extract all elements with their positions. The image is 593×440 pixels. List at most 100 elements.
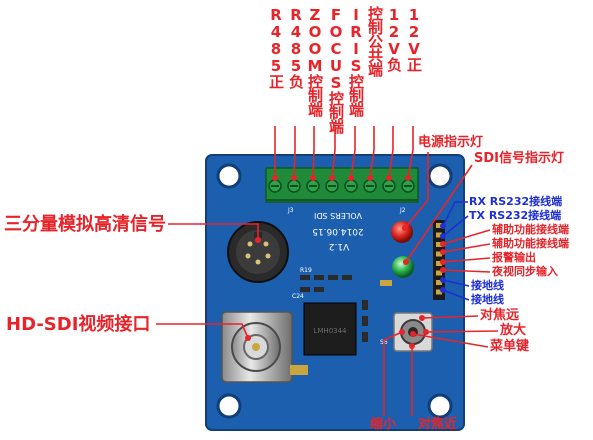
sdi-led — [392, 256, 414, 278]
label-zoom-out: 缩小 — [370, 417, 397, 432]
mount-hole — [216, 393, 242, 419]
side-pin — [436, 289, 442, 295]
callout-dot — [386, 175, 392, 181]
label-focus-near: 对焦近 — [418, 417, 458, 432]
label-terminal-8: 12V正 — [405, 6, 423, 71]
callout-line — [293, 126, 296, 179]
label-terminal-1: R485正 — [267, 6, 285, 88]
callout-dot — [440, 267, 446, 273]
label-aux-2: 辅助功能接线端 — [492, 237, 569, 250]
callout-line — [442, 269, 491, 273]
side-pin — [436, 280, 442, 285]
callout-line — [442, 243, 491, 253]
callout-line — [388, 126, 394, 179]
callout-dot — [291, 175, 297, 181]
callout-line — [156, 323, 249, 339]
label-hd-sdi: HD-SDI视频接口 — [6, 314, 151, 335]
main-chip: LMH0344 — [303, 302, 357, 356]
callout-line — [331, 126, 336, 179]
side-pin — [436, 261, 442, 266]
callout-line — [369, 126, 375, 179]
callout-line — [168, 223, 259, 240]
label-terminal-4: FOCUS控制端 — [327, 6, 345, 133]
label-terminal-5: IRIS控制端 — [347, 6, 365, 116]
callout-dot — [440, 249, 446, 255]
label-night-sync: 夜视同步输入 — [492, 265, 558, 278]
label-component-signal: 三分量模拟高清信号 — [4, 214, 166, 235]
callout-dot — [310, 175, 316, 181]
label-ground-1: 接地线 — [471, 279, 504, 292]
ref-j3: J3 — [287, 207, 294, 214]
callout-line — [442, 229, 491, 245]
label-menu-key: 菜单键 — [490, 339, 530, 354]
callout-dot — [245, 335, 251, 341]
callout-line — [442, 257, 491, 263]
callout-line — [312, 126, 315, 179]
callout-dot — [410, 331, 416, 337]
callout-line — [350, 126, 356, 179]
callout-dot — [440, 277, 446, 283]
callout-dot — [329, 175, 335, 181]
callout-line — [404, 152, 429, 229]
callout-line — [425, 330, 499, 333]
power-led — [391, 221, 413, 243]
date-silk: 2014.06.15 — [312, 226, 364, 236]
version-silk: V1.2 — [329, 241, 349, 251]
sdi-bnc-connector — [221, 311, 293, 383]
mount-hole — [427, 393, 453, 419]
callout-line — [442, 215, 469, 237]
callout-dot — [419, 315, 425, 321]
callout-dot — [440, 223, 446, 229]
label-power-led: 电源指示灯 — [418, 135, 484, 150]
callout-dot — [440, 259, 446, 265]
label-terminal-7: 12V负 — [385, 6, 403, 71]
callout-dot — [399, 329, 405, 335]
label-zoom-in: 放大 — [500, 323, 527, 338]
callout-dot — [440, 233, 446, 239]
callout-dot — [403, 259, 409, 265]
mount-hole — [216, 163, 242, 189]
brand-silk: VOLERS SDI — [314, 211, 362, 220]
label-aux-1: 辅助功能接线端 — [492, 223, 569, 236]
ref-c24: C24 — [292, 293, 304, 300]
callout-dot — [255, 237, 261, 243]
side-pin — [436, 251, 442, 257]
side-pin — [436, 232, 442, 238]
callout-line — [412, 333, 489, 348]
side-pin — [436, 242, 442, 247]
callout-dot — [440, 287, 446, 293]
terminal-block — [265, 167, 419, 203]
label-terminal-6: 控制公共端 — [366, 6, 384, 76]
callout-dot — [402, 225, 408, 231]
callout-line — [442, 279, 470, 287]
ref-r19: R19 — [300, 267, 312, 274]
callout-line — [383, 331, 403, 416]
side-pin — [436, 223, 442, 228]
label-ground-2: 接地线 — [471, 293, 504, 306]
callout-line — [405, 164, 473, 263]
label-terminal-3: ZOOM控制端 — [306, 6, 324, 116]
label-rx: RX RS232接线端 — [469, 195, 563, 208]
mount-hole — [427, 163, 453, 189]
callout-lines — [156, 126, 499, 416]
callout-dot — [440, 241, 446, 247]
callout-dot — [423, 329, 429, 335]
callout-dot — [367, 175, 373, 181]
side-pin — [436, 270, 442, 276]
callout-line — [442, 201, 468, 227]
component-connector — [227, 221, 289, 283]
smd-components — [290, 275, 392, 375]
label-sdi-led: SDI信号指示灯 — [474, 151, 564, 166]
label-focus-far: 对焦远 — [480, 308, 520, 323]
callout-dot — [405, 175, 411, 181]
svg-text:LMH0344: LMH0344 — [313, 327, 347, 335]
label-alarm-out: 报警输出 — [492, 251, 536, 264]
callout-dot — [348, 175, 354, 181]
callout-line — [442, 289, 470, 301]
ref-j2: J2 — [399, 207, 406, 214]
callout-dot — [272, 175, 278, 181]
callout-line — [421, 315, 479, 319]
label-terminal-2: R485负 — [287, 6, 305, 88]
label-tx: TX RS232接线端 — [469, 209, 562, 222]
